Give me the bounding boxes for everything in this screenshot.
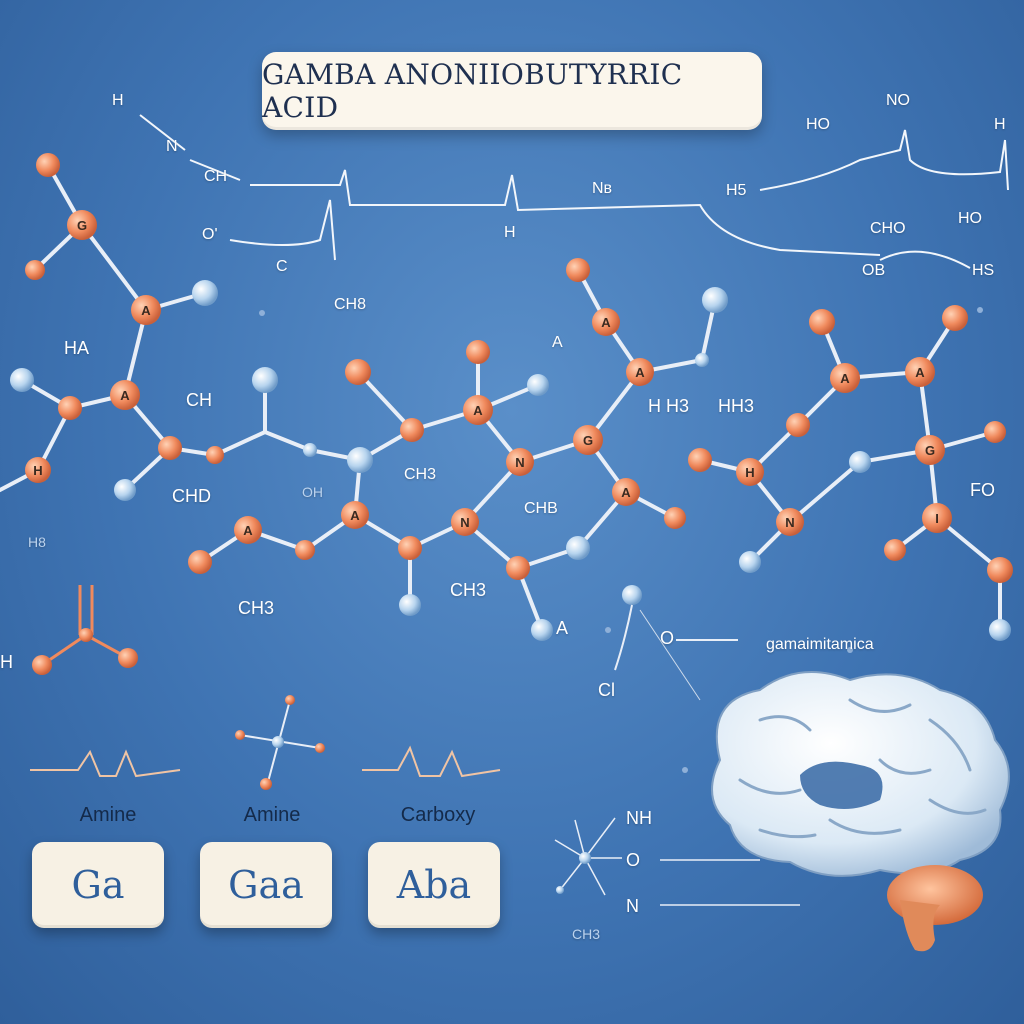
label-low-a: A (556, 618, 569, 638)
label-nh: NH (626, 808, 652, 828)
card-aba: Aba (368, 842, 500, 928)
svg-text:A: A (473, 403, 483, 418)
svg-text:A: A (350, 508, 360, 523)
svg-text:A: A (915, 365, 925, 380)
neuron-star (554, 817, 800, 906)
label-top-ch: CH (204, 168, 228, 185)
wave-lines (30, 745, 501, 778)
cross-molecule (235, 695, 325, 790)
label-ch3-small: CH3 (572, 926, 601, 942)
svg-text:A: A (635, 365, 645, 380)
label-o2: O (626, 850, 641, 870)
label-low-ch3b: CH3 (450, 580, 487, 600)
svg-text:A: A (840, 371, 850, 386)
label-top-h5: H5 (726, 182, 747, 199)
label-cl: Cl (598, 680, 615, 700)
diagram-title: GAMBA ANONIIOBUTYRRIC ACID (262, 58, 683, 124)
label-n2: N (626, 896, 639, 916)
label-top-c: C (276, 258, 288, 275)
svg-text:G: G (925, 443, 935, 458)
group-caption-carboxy: Carboxy (400, 804, 476, 826)
brain-icon (711, 671, 1010, 952)
svg-text:A: A (621, 485, 631, 500)
label-top-h2: H (504, 224, 516, 241)
label-mid-a: A (552, 334, 563, 351)
title-card: GAMBA ANONIIOBUTYRRIC ACID (262, 52, 762, 130)
label-top-h-right: H (994, 116, 1006, 133)
label-top-ho-right: HO (958, 210, 982, 227)
svg-text:N: N (785, 515, 794, 530)
label-left-ha: HA (64, 338, 90, 358)
label-top-no: NO (886, 92, 910, 109)
dim-dots (259, 307, 983, 773)
svg-text:G: G (583, 433, 593, 448)
spectrum-lines (139, 114, 1009, 269)
label-o: O (660, 628, 675, 648)
atom-letters: G A A H A N G A N A A A A A A G I H N (33, 218, 939, 538)
label-top-ob: OB (862, 262, 886, 279)
card-gaa-text: Gaa (228, 863, 304, 907)
label-left-h8: H8 (28, 534, 46, 550)
svg-text:G: G (77, 218, 87, 233)
label-mid-chb: CHB (524, 500, 558, 517)
svg-text:N: N (460, 515, 469, 530)
label-top-hs: HS (972, 262, 995, 279)
svg-text:A: A (120, 388, 130, 403)
card-gaa: Gaa (200, 842, 332, 928)
label-left-oh: OH (302, 484, 323, 500)
svg-text:A: A (141, 303, 151, 318)
label-top-nb: Nʙ (592, 180, 613, 197)
label-top-ch8: CH8 (334, 296, 367, 313)
card-ga-text: Ga (71, 863, 125, 907)
label-h-left: H (0, 652, 13, 672)
card-ga: Ga (32, 842, 164, 928)
bonds-left (0, 163, 362, 492)
fork-molecule (32, 585, 138, 675)
group-caption-amine-2: Amine (243, 804, 301, 826)
label-left-chd: CHD (172, 486, 211, 506)
svg-text:N: N (515, 455, 524, 470)
label-top-cho: CHO (870, 220, 906, 237)
label-left-ch: CH (186, 390, 212, 410)
svg-text:H: H (745, 465, 754, 480)
label-right-fo: FO (970, 480, 995, 500)
group-caption-amine-1: Amine (79, 804, 137, 826)
svg-text:A: A (243, 523, 253, 538)
label-top-o: O' (202, 226, 218, 243)
svg-text:I: I (935, 511, 939, 526)
probe-molecule (614, 585, 738, 701)
label-mid-ch3: CH3 (404, 466, 437, 483)
label-mid-hh3b: HH3 (718, 396, 755, 416)
label-top-n: N (166, 138, 178, 155)
svg-text:H: H (33, 463, 42, 478)
label-top-ho-left: HO (806, 116, 830, 133)
label-top-h: H (112, 92, 124, 109)
atoms (10, 153, 1013, 641)
card-aba-text: Aba (396, 863, 472, 907)
bonds-center (198, 268, 717, 632)
label-mid-hh3: H H3 (648, 396, 690, 416)
label-low-ch3: CH3 (238, 598, 275, 618)
svg-text:A: A (601, 315, 611, 330)
label-gamai: gamaimitamica (766, 636, 874, 653)
